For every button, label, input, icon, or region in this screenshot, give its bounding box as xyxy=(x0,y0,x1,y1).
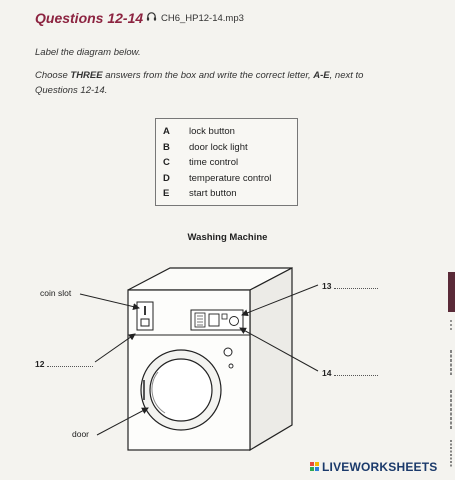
diagram-title: Washing Machine xyxy=(187,232,268,243)
door-reflection xyxy=(151,371,166,414)
answer-blank-12[interactable] xyxy=(46,358,93,367)
answer-blank-14[interactable] xyxy=(333,367,378,376)
washing-machine-diagram xyxy=(79,267,319,452)
coin-slot-arrow xyxy=(79,293,140,311)
square-button xyxy=(208,313,220,327)
label-q13: 13 xyxy=(322,280,378,291)
liveworksheets-logo[interactable]: LIVEWORKSHEETS xyxy=(310,460,437,474)
liveworksheets-logo-icon xyxy=(310,462,320,472)
small-button xyxy=(221,313,228,320)
door-glass xyxy=(149,358,213,422)
round-button xyxy=(229,316,239,326)
answer-blank-13[interactable] xyxy=(333,280,378,289)
machine-side xyxy=(249,267,293,452)
headphones-icon xyxy=(146,11,157,25)
instruction-line-3: Questions 12-14. xyxy=(35,85,108,96)
audio-filename: CH6_HP12-14.mp3 xyxy=(161,12,244,24)
indicator-light xyxy=(223,347,233,357)
coin-return xyxy=(140,318,150,327)
label-q12: 12 xyxy=(35,358,93,369)
page-edge-tab xyxy=(448,272,455,312)
audio-reference[interactable]: CH6_HP12-14.mp3 xyxy=(146,11,244,25)
page-edge-print xyxy=(450,320,452,468)
logo-text: LIVEWORKSHEETS xyxy=(322,460,438,474)
questions-heading: Questions 12-14 xyxy=(35,10,144,26)
instruction-line-2: Choose THREE answers from the box and wr… xyxy=(35,70,364,81)
q12-arrow xyxy=(94,333,136,363)
instruction-line-1: Label the diagram below. xyxy=(35,47,141,58)
q13-arrow xyxy=(241,284,319,317)
temperature-selector xyxy=(194,312,206,328)
door-arrow xyxy=(96,407,149,436)
label-coin-slot: coin slot xyxy=(40,288,72,298)
label-door: door xyxy=(72,429,90,439)
q14-arrow xyxy=(239,327,319,372)
label-q14: 14 xyxy=(322,367,378,378)
indicator-dot xyxy=(228,363,234,369)
